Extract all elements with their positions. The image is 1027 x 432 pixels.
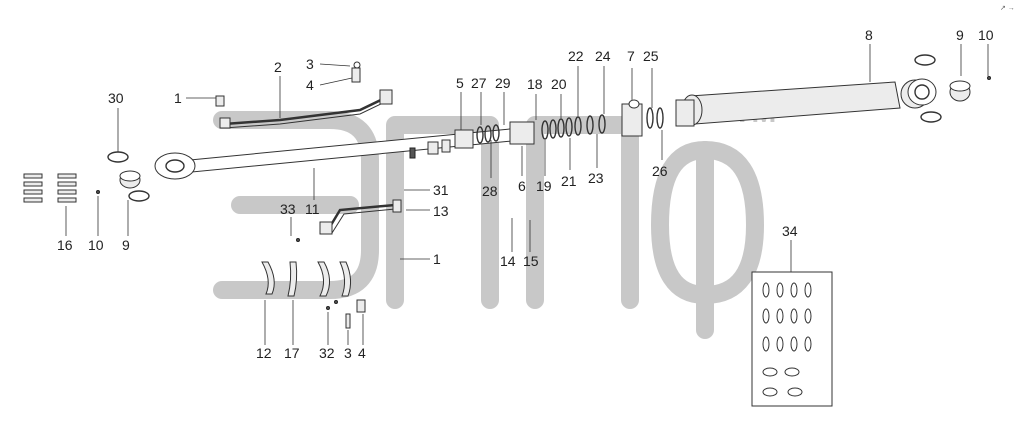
callout-5: 5: [456, 75, 464, 91]
callout-30: 30: [108, 90, 124, 106]
piston-rod: [154, 127, 523, 180]
callout-18: 18: [527, 76, 543, 92]
callout-31: 31: [433, 182, 449, 198]
callout-6: 6: [518, 178, 526, 194]
callout-15: 15: [523, 253, 539, 269]
callout-1-top: 1: [174, 90, 182, 106]
callout-20: 20: [551, 76, 567, 92]
callout-23: 23: [588, 170, 604, 186]
callout-10-right: 10: [978, 27, 994, 43]
callout-26: 26: [652, 163, 668, 179]
bushings-and-rings: [96, 54, 991, 202]
callout-25: 25: [643, 48, 659, 64]
callout-10-left: 10: [88, 237, 104, 253]
bolt-set: [23, 173, 77, 203]
callout-2: 2: [274, 59, 282, 75]
callout-19: 19: [536, 178, 552, 194]
callout-32: 32: [319, 345, 335, 361]
callout-4-top: 4: [306, 77, 314, 93]
seal-kit-box: [751, 271, 833, 407]
callout-28: 28: [482, 183, 498, 199]
callout-34: 34: [782, 223, 798, 239]
piston-parts: [454, 99, 664, 149]
callout-13: 13: [433, 203, 449, 219]
callout-17: 17: [284, 345, 300, 361]
callout-21: 21: [561, 173, 577, 189]
callout-33: 33: [280, 201, 296, 217]
callout-27: 27: [471, 75, 487, 91]
callout-22: 22: [568, 48, 584, 64]
callout-9-left: 9: [122, 237, 130, 253]
clamps: [261, 238, 366, 329]
cylinder-barrel: [675, 78, 937, 127]
callout-3-bottom: 3: [344, 345, 352, 361]
callout-1-bottom: 1: [433, 251, 441, 267]
callout-29: 29: [495, 75, 511, 91]
callout-24: 24: [595, 48, 611, 64]
callout-16: 16: [57, 237, 73, 253]
callout-12: 12: [256, 345, 272, 361]
callout-labels: 1 2 3 4 30 16 10 9 33 11 31 13 1 12 17 3…: [57, 27, 994, 361]
hose-pipes: [215, 61, 402, 235]
leader-lines: [65, 44, 989, 345]
callout-9-right: 9: [956, 27, 964, 43]
corner-mark: ↗ →: [1000, 5, 1015, 12]
callout-11: 11: [305, 201, 320, 217]
callout-7: 7: [627, 48, 635, 64]
callout-3-top: 3: [306, 56, 314, 72]
callout-4-bottom: 4: [358, 345, 366, 361]
callout-14: 14: [500, 253, 516, 269]
callout-8: 8: [865, 27, 873, 43]
